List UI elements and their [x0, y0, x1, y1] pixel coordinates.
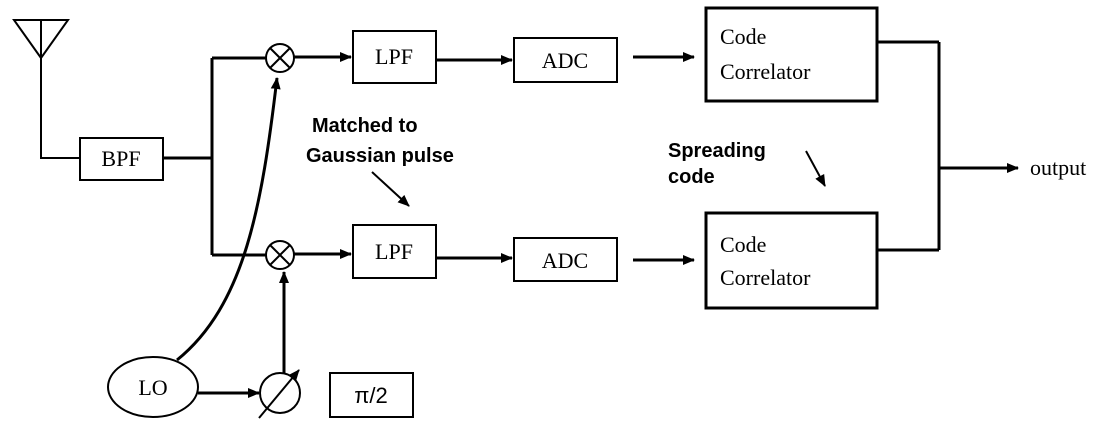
spreading-line2: code — [668, 166, 715, 188]
lpf-bottom-block: LPF — [352, 224, 437, 279]
adc-top-label: ADC — [542, 48, 588, 73]
spreading-line1: Spreading — [668, 140, 766, 162]
code-correlator-bottom-line1: Code — [720, 232, 766, 257]
bpf-block: BPF — [79, 137, 164, 181]
adc-bottom-label: ADC — [542, 248, 588, 273]
matched-line1: Matched to — [312, 115, 418, 137]
lpf-bottom-label: LPF — [375, 239, 413, 264]
code-correlator-bottom-line2: Correlator — [720, 265, 811, 290]
lpf-top-label: LPF — [375, 44, 413, 69]
phase-shift-value-box: π/2 — [329, 372, 414, 418]
arrow-lo-mixer-top — [176, 77, 281, 362]
bpf-label: BPF — [101, 146, 140, 171]
matched-filter-annotation: Matched to Gaussian pulse — [306, 115, 454, 207]
code-correlator-top-line2: Correlator — [720, 59, 811, 84]
mixer-bottom-icon — [265, 240, 295, 270]
output-label: output — [1030, 155, 1086, 180]
lo-block: LO — [107, 356, 199, 418]
code-correlator-top-block: Code Correlator — [704, 6, 879, 103]
phase-shift-label: π/2 — [354, 383, 388, 408]
mixer-top-icon — [265, 43, 295, 73]
matched-pointer-arrow — [371, 171, 410, 207]
code-correlator-bottom-block: Code Correlator — [704, 211, 879, 310]
lpf-top-block: LPF — [352, 30, 437, 84]
matched-line2: Gaussian pulse — [306, 145, 454, 167]
split-wiring — [163, 56, 266, 257]
phase-shifter-icon — [258, 369, 301, 419]
adc-top-block: ADC — [513, 37, 618, 83]
spreading-code-annotation: Spreading code — [668, 140, 826, 188]
code-correlator-top-line1: Code — [720, 24, 766, 49]
combine-wiring — [877, 40, 1019, 252]
adc-bottom-block: ADC — [513, 237, 618, 282]
spreading-pointer-arrow — [805, 150, 826, 187]
lo-label: LO — [138, 375, 167, 400]
antenna-icon — [12, 19, 80, 159]
